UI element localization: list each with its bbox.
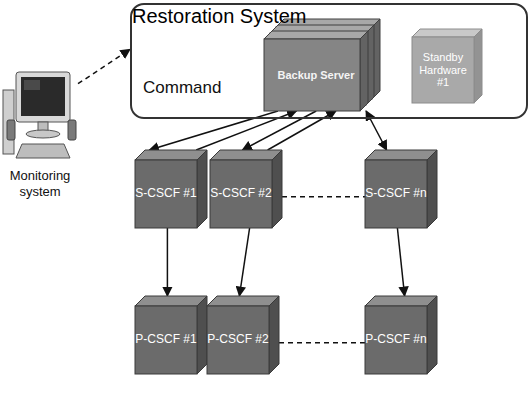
cube-top bbox=[135, 296, 207, 306]
cube-side bbox=[427, 296, 437, 374]
cube-top bbox=[207, 296, 279, 306]
cube-face-group bbox=[207, 296, 279, 374]
cube-face-group bbox=[264, 31, 368, 111]
cube-side bbox=[269, 296, 279, 374]
cube-top bbox=[210, 150, 282, 160]
system-boundary: Backup Server Standby Hardware #1 Restorat… bbox=[130, 3, 528, 119]
box-label: S-CSCF #1 bbox=[135, 160, 197, 228]
cube-top bbox=[135, 150, 207, 160]
monitor-screen bbox=[21, 77, 65, 116]
cube-side bbox=[474, 29, 482, 103]
computer-icon: Monitoring system bbox=[2, 68, 78, 199]
server-box: S-CSCF #1 bbox=[135, 150, 207, 228]
server-box: P-CSCF #n bbox=[365, 296, 437, 374]
speaker bbox=[68, 120, 76, 140]
edge-label: Command bbox=[141, 78, 223, 98]
cube-top bbox=[264, 31, 368, 39]
connector-arrow bbox=[366, 111, 387, 150]
standby-box: Standby Hardware #1 bbox=[412, 29, 482, 103]
cube-face-group bbox=[365, 150, 437, 228]
cube-front bbox=[207, 306, 269, 374]
speaker bbox=[7, 120, 15, 140]
cube-front bbox=[412, 37, 474, 103]
monitor-base bbox=[26, 130, 60, 138]
connector-arrow bbox=[268, 111, 336, 150]
cube-face-group bbox=[365, 296, 437, 374]
pc-tower bbox=[3, 90, 14, 154]
box-label: Backup Server bbox=[264, 39, 360, 111]
cube-top bbox=[365, 296, 437, 306]
box-label: P-CSCF #2 bbox=[207, 306, 269, 374]
box-label: S-CSCF #n bbox=[365, 160, 427, 228]
monitor-bezel bbox=[16, 72, 70, 122]
connector-arrow bbox=[196, 111, 296, 150]
connector-arrow bbox=[167, 228, 169, 296]
cube-top bbox=[365, 150, 437, 160]
connector-arrow bbox=[149, 111, 278, 150]
cube-top bbox=[412, 29, 482, 37]
server-box: S-CSCF #2 bbox=[210, 150, 282, 228]
cube-front bbox=[365, 160, 427, 228]
connector-arrow bbox=[239, 228, 249, 296]
server-box: Backup Server bbox=[264, 19, 380, 111]
cube-front bbox=[135, 306, 197, 374]
dashed-connector bbox=[279, 342, 365, 344]
server-box: S-CSCF #n bbox=[365, 150, 437, 228]
cube-face-group bbox=[210, 150, 282, 228]
cube-shape bbox=[264, 19, 380, 111]
box-label: P-CSCF #1 bbox=[135, 306, 197, 374]
cube-side bbox=[197, 150, 207, 228]
dashed-connector bbox=[78, 49, 130, 83]
region-title: Restoration System bbox=[132, 5, 526, 28]
server-box: P-CSCF #2 bbox=[207, 296, 279, 374]
cube-side bbox=[360, 31, 368, 111]
dashed-connector bbox=[282, 196, 365, 198]
cube-front bbox=[365, 306, 427, 374]
cube-front bbox=[210, 160, 272, 228]
node-caption: Monitoring system bbox=[2, 168, 78, 199]
cube-face-group bbox=[135, 296, 207, 374]
computer-icon bbox=[2, 68, 78, 164]
box-label: Standby Hardware #1 bbox=[412, 37, 474, 103]
keyboard bbox=[16, 144, 70, 158]
cube-side bbox=[272, 150, 282, 228]
box-label: P-CSCF #n bbox=[365, 306, 427, 374]
cube-side bbox=[427, 150, 437, 228]
cube-front bbox=[135, 160, 197, 228]
connector-arrow bbox=[397, 228, 404, 296]
box-label: S-CSCF #2 bbox=[210, 160, 272, 228]
screen-glare bbox=[24, 80, 40, 90]
cube-side bbox=[197, 296, 207, 374]
cube-face-group bbox=[135, 150, 207, 228]
cube-face-group bbox=[412, 29, 482, 103]
cube-front bbox=[264, 39, 360, 111]
server-box: P-CSCF #1 bbox=[135, 296, 207, 374]
